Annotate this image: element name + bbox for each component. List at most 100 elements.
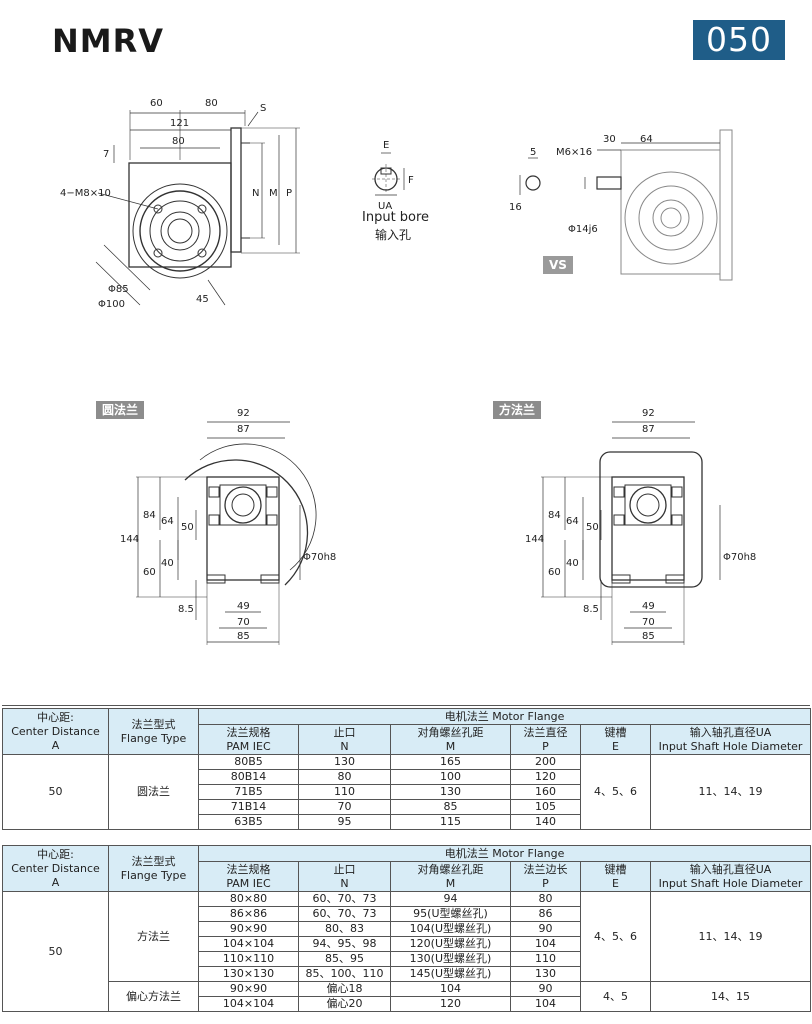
dim-84: 84 — [548, 510, 561, 521]
cell-n: 110 — [298, 784, 391, 800]
dim-60-front: 60 — [548, 567, 561, 578]
cell-m: 100 — [390, 769, 511, 785]
cell-n: 70 — [298, 799, 391, 815]
cell-pam: 63B5 — [198, 814, 299, 830]
cell-p: 104 — [510, 996, 581, 1012]
keyway-value: 4、5、6 — [580, 891, 651, 982]
cell-p: 105 — [510, 799, 581, 815]
cell-m: 95(U型螺丝孔) — [390, 906, 511, 922]
table-row: 50 圆法兰 80B5 130 165 200 4、5、6 11、14、19 — [2, 754, 812, 830]
dim-8-5: 8.5 — [178, 604, 194, 615]
dim-dia70: Φ70h8 — [723, 552, 756, 563]
dim-70: 70 — [642, 617, 655, 628]
table-row: 110×110 85、95 130(U型螺丝孔) 110 — [3, 951, 811, 967]
dim-n: N — [252, 188, 259, 199]
cell-m: 165 — [390, 754, 511, 770]
vs-view-drawing — [519, 129, 733, 281]
cell-m: 120 — [390, 996, 511, 1012]
dim-84: 84 — [143, 510, 156, 521]
round-flange-drawing — [136, 421, 317, 645]
table-row: 80B14 80 100 120 — [3, 769, 811, 785]
dim-40: 40 — [161, 558, 174, 569]
square-flange-drawing — [541, 421, 721, 645]
square-flange-tag: 方法兰 — [493, 401, 542, 419]
input-bore-label: Input bore — [362, 210, 430, 225]
dim-45: 45 — [196, 294, 209, 305]
dim-dia100: Φ100 — [98, 299, 125, 310]
dim-m: M — [269, 188, 278, 199]
dim-80: 80 — [172, 136, 185, 147]
dim-144: 144 — [525, 534, 544, 545]
dim-f: F — [408, 175, 414, 186]
dim-8-5: 8.5 — [583, 604, 599, 615]
cell-m: 94 — [390, 891, 511, 907]
dim-p: P — [286, 188, 292, 199]
round-flange-tag: 圆法兰 — [96, 401, 145, 419]
cell-pam: 104×104 — [198, 936, 299, 952]
dim-dia85: Φ85 — [108, 284, 129, 295]
cell-pam: 80B14 — [198, 769, 299, 785]
dim-30: 30 — [603, 134, 616, 145]
cell-m: 130(U型螺丝孔) — [390, 951, 511, 967]
cell-m: 130 — [390, 784, 511, 800]
dim-49: 49 — [642, 601, 655, 612]
cell-n: 94、95、98 — [298, 936, 391, 952]
table-row: 104×104 94、95、98 120(U型螺丝孔) 104 — [3, 936, 811, 952]
dim-16: 16 — [509, 202, 522, 213]
cell-pam: 80B5 — [198, 754, 299, 770]
header-flange-type: 法兰型式 Flange Type — [108, 708, 199, 755]
dim-70: 70 — [237, 617, 250, 628]
table-row: 63B5 95 115 140 — [3, 814, 811, 830]
technical-drawing: 60 80 121 80 S 7 4−M8×10 N M P Φ85 Φ100 … — [60, 98, 756, 645]
cell-m: 104 — [390, 981, 511, 997]
cell-p: 200 — [510, 754, 581, 770]
cell-p: 110 — [510, 951, 581, 967]
dim-85: 85 — [237, 631, 250, 642]
dim-92: 92 — [237, 408, 250, 419]
input-bore-drawing — [372, 152, 405, 196]
cell-p: 90 — [510, 921, 581, 937]
table-row: 偏心方法兰 90×90 偏心18 104 90 4、5 14、15 — [3, 981, 812, 1012]
cell-p: 160 — [510, 784, 581, 800]
cell-m: 85 — [390, 799, 511, 815]
cell-n: 80、83 — [298, 921, 391, 937]
table-row: 50 方法兰 80×80 60、70、73 94 80 4、5、6 11、14、… — [2, 891, 812, 1012]
side-view-drawing — [95, 110, 300, 306]
cell-n: 95 — [298, 814, 391, 830]
dim-ua: UA — [378, 201, 392, 212]
flange-type-value: 圆法兰 — [108, 754, 199, 830]
header-motor-flange: 电机法兰 Motor Flange — [197, 708, 812, 725]
dim-144: 144 — [120, 534, 139, 545]
dim-50: 50 — [181, 522, 194, 533]
cell-p: 80 — [510, 891, 581, 907]
cell-pam: 104×104 — [198, 996, 299, 1012]
header-flange-type: 法兰型式 Flange Type — [108, 845, 199, 892]
cell-m: 145(U型螺丝孔) — [390, 966, 511, 982]
cell-p: 140 — [510, 814, 581, 830]
cell-n: 85、95 — [298, 951, 391, 967]
dim-87: 87 — [237, 424, 250, 435]
cell-p: 104 — [510, 936, 581, 952]
cell-pam: 86×86 — [198, 906, 299, 922]
table-row: 90×90 80、83 104(U型螺丝孔) 90 — [3, 921, 811, 937]
dim-dia70: Φ70h8 — [303, 552, 336, 563]
keyway-value: 4、5、6 — [580, 754, 651, 830]
dim-e: E — [383, 140, 389, 151]
model-badge: 050 — [693, 20, 785, 60]
dim-92: 92 — [642, 408, 655, 419]
offset-keyway-value: 4、5 — [580, 981, 651, 1012]
cell-m: 120(U型螺丝孔) — [390, 936, 511, 952]
ua-value: 11、14、19 — [649, 891, 812, 982]
cell-m: 115 — [390, 814, 511, 830]
cell-n: 130 — [298, 754, 391, 770]
cell-pam: 90×90 — [198, 921, 299, 937]
center-distance-value: 50 — [2, 754, 109, 830]
